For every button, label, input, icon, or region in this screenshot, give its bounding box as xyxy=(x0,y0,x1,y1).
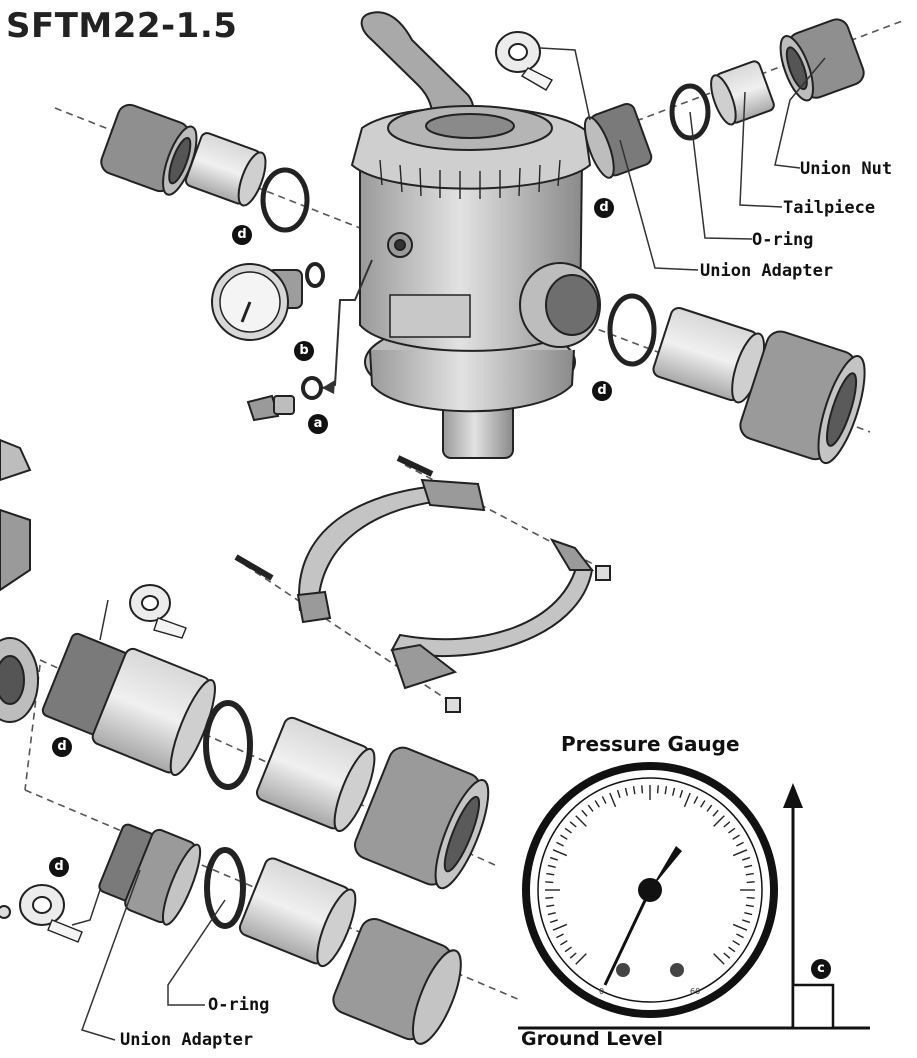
pressure-gauge-title: Pressure Gauge xyxy=(561,732,740,756)
gauge-scale-min: 0 xyxy=(599,987,605,996)
gauge-tick xyxy=(746,896,755,899)
gauge-small xyxy=(211,262,325,400)
gauge-tick xyxy=(594,800,600,808)
gauge-tick xyxy=(556,933,564,939)
drain-plug xyxy=(246,394,295,422)
gauge-tick xyxy=(723,952,731,959)
gauge-tick xyxy=(671,787,676,796)
label-o-ring-top: O-ring xyxy=(752,230,814,250)
badge-a: a xyxy=(308,414,328,434)
gauge-scale-max: 60 xyxy=(690,987,701,996)
label-union-nut: Union Nut xyxy=(800,159,893,179)
gauge-tick xyxy=(549,919,558,924)
filter-base-box xyxy=(791,983,835,1030)
gauge-tick xyxy=(744,911,753,916)
gauge-tick xyxy=(706,804,713,812)
gauge-tick xyxy=(664,786,668,795)
gauge-tick xyxy=(679,789,684,798)
gauge-tick xyxy=(632,786,636,795)
gauge-tick xyxy=(736,933,744,939)
union-top-left xyxy=(100,103,310,233)
gauge-tick xyxy=(712,809,719,817)
gauge-tick xyxy=(728,946,736,953)
gauge-tick xyxy=(560,940,568,946)
gauge-tick xyxy=(713,815,725,827)
filter-tank-partial xyxy=(0,438,39,723)
gauge-tick xyxy=(575,815,587,827)
gauge-tick xyxy=(732,834,740,840)
gauge-tick xyxy=(609,792,617,808)
gauge-tick xyxy=(569,821,577,828)
gauge-tick xyxy=(546,904,555,908)
gauge-tick xyxy=(587,804,594,812)
gauge-needle xyxy=(603,889,652,986)
gauge-tick xyxy=(728,827,736,834)
gauge-tick xyxy=(547,864,556,869)
badge-d-lower-2: d xyxy=(49,857,69,877)
gauge-tick xyxy=(546,872,555,876)
leader-lines-bottom xyxy=(71,869,226,1041)
badge-b: b xyxy=(294,341,314,361)
gauge-tick xyxy=(564,827,572,834)
ground-level-label: Ground Level xyxy=(521,1028,664,1050)
gauge-tick xyxy=(732,849,748,857)
gauge-tick xyxy=(575,953,587,965)
label-union-adapter-bottom: Union Adapter xyxy=(120,1030,254,1050)
label-o-ring-bottom: O-ring xyxy=(208,995,270,1015)
gauge-tick xyxy=(552,923,568,931)
union-top-right xyxy=(495,18,865,179)
label-union-adapter-top: Union Adapter xyxy=(700,261,834,281)
multiport-valve xyxy=(350,11,601,459)
gauge-tick xyxy=(745,872,754,876)
label-tailpiece: Tailpiece xyxy=(783,198,876,218)
gauge-tick xyxy=(545,896,554,899)
gauge-tick xyxy=(693,796,699,804)
badge-d-top-right: d xyxy=(594,198,614,218)
gauge-tick xyxy=(547,911,556,916)
gauge-ticks xyxy=(545,785,755,965)
leader-lines-top xyxy=(539,47,826,271)
gauge-tick xyxy=(581,809,588,817)
gauge-tick xyxy=(641,785,644,794)
gauge-tick xyxy=(700,800,706,808)
gauge-tick xyxy=(564,946,572,953)
badge-d-right: d xyxy=(592,381,612,401)
gauge-tick xyxy=(556,841,564,847)
gauge-tick xyxy=(745,904,754,908)
gauge-tick xyxy=(552,849,568,857)
gauge-tick xyxy=(746,881,755,884)
model-title: SFTM22-1.5 xyxy=(6,6,238,46)
gauge-tick xyxy=(545,881,554,884)
badge-c: c xyxy=(811,959,831,979)
badge-d-top-left: d xyxy=(232,225,252,245)
gauge-tick xyxy=(656,785,659,794)
gauge-tick xyxy=(742,919,751,924)
union-right-middle xyxy=(607,293,866,465)
gauge-tick xyxy=(569,952,577,959)
gauge-tick xyxy=(732,940,740,946)
gauge-tick xyxy=(713,953,725,965)
gauge-tick xyxy=(624,787,629,796)
gauge-tick xyxy=(560,834,568,840)
valve-clamp xyxy=(234,455,611,713)
gauge-tick xyxy=(732,923,748,931)
gauge-tick xyxy=(616,789,621,798)
gauge-tick xyxy=(549,856,558,861)
gauge-tick xyxy=(723,821,731,828)
gauge-tick xyxy=(736,841,744,847)
union-lower-1 xyxy=(41,584,490,890)
gauge-tick xyxy=(744,864,753,869)
badge-d-lower-1: d xyxy=(52,737,72,757)
union-lower-2 xyxy=(0,823,462,1045)
gauge-tick xyxy=(742,856,751,861)
gauge-tick xyxy=(601,796,607,804)
pressure-gauge-diagram xyxy=(518,762,870,1030)
gauge-tick xyxy=(683,792,691,808)
